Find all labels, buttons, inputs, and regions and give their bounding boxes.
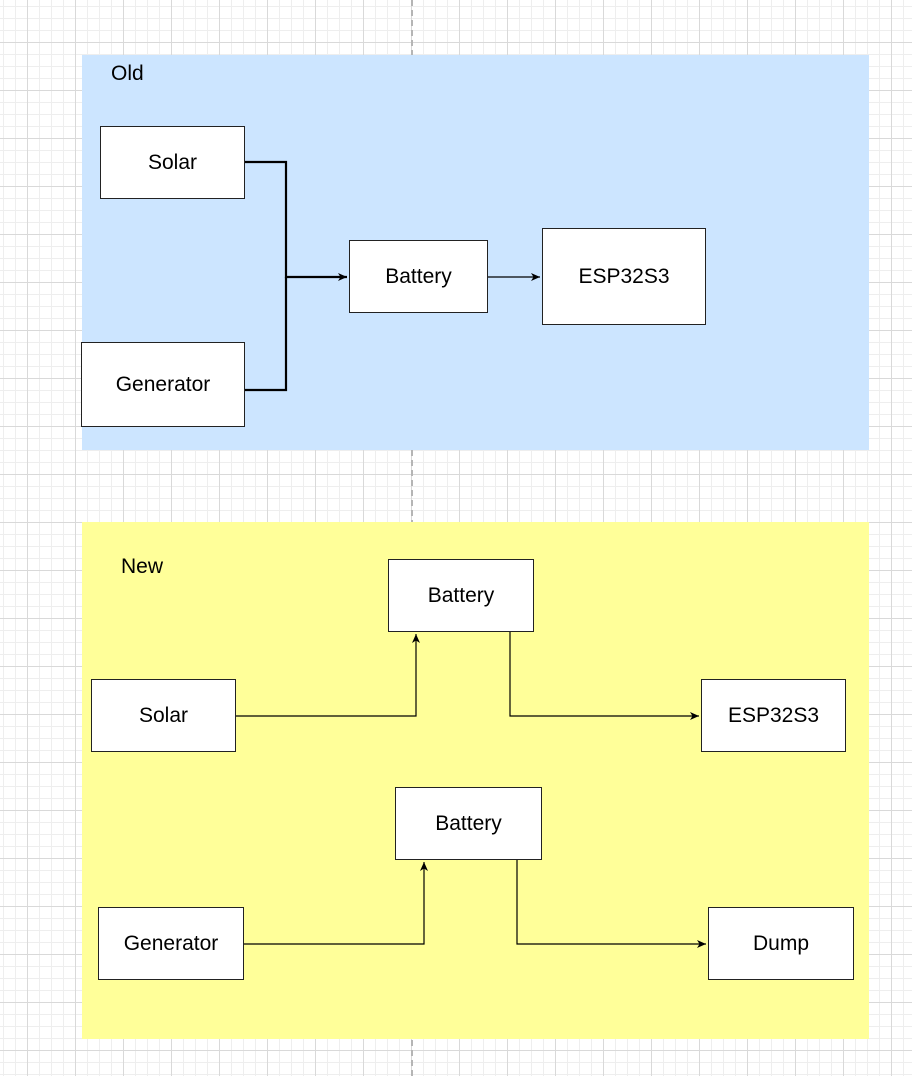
old-battery-node[interactable]: Battery — [349, 240, 488, 313]
new-esp32s3-node[interactable]: ESP32S3 — [701, 679, 846, 752]
old-esp32s3-node[interactable]: ESP32S3 — [542, 228, 706, 325]
old-panel-label: Old — [111, 62, 144, 85]
new-dump-node[interactable]: Dump — [708, 907, 854, 980]
new-solar-node[interactable]: Solar — [91, 679, 236, 752]
new-generator-node[interactable]: Generator — [98, 907, 244, 980]
new-panel-label: New — [121, 555, 164, 578]
new-battery-bottom-node[interactable]: Battery — [395, 787, 542, 860]
new-battery-top-node[interactable]: Battery — [388, 559, 534, 632]
old-generator-node[interactable]: Generator — [81, 342, 245, 427]
old-solar-node[interactable]: Solar — [100, 126, 245, 199]
